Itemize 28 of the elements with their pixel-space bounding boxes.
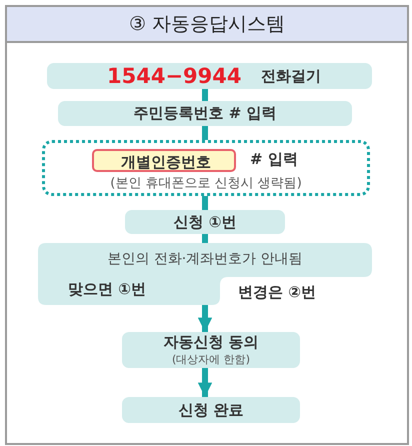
dotted-group-box xyxy=(42,140,370,196)
highlight-box xyxy=(92,149,236,172)
node-label: # 입력 xyxy=(250,150,298,169)
title-band: ③ 자동응답시스템 xyxy=(7,7,407,43)
process-box xyxy=(122,397,300,423)
connector-line xyxy=(202,196,208,210)
note-text: (대상자에 한함) xyxy=(170,352,252,367)
node-label: 신청 완료 xyxy=(177,400,245,420)
process-box xyxy=(38,243,372,305)
node-label: 전화걸기 xyxy=(261,67,321,86)
process-box xyxy=(58,101,352,126)
arrow xyxy=(198,368,212,397)
note-text: (본인 휴대폰으로 신청시 생략됨) xyxy=(109,175,303,192)
process-box xyxy=(125,210,285,234)
process-box xyxy=(47,63,372,89)
node-label: 본인의 전화·계좌번호가 안내됨 xyxy=(106,250,304,268)
connector-line xyxy=(202,234,208,243)
process-box xyxy=(122,332,300,368)
phone-number: 1544−9944 xyxy=(107,64,242,88)
connector-line xyxy=(202,126,208,140)
node-label: 자동신청 동의 xyxy=(162,333,260,352)
arrow xyxy=(198,305,212,332)
connector-line xyxy=(202,89,208,101)
node-label: 맞으면 ①번 xyxy=(68,280,146,299)
node-label: 신청 ①번 xyxy=(172,212,238,232)
node-label: 개별인증번호 xyxy=(120,153,212,172)
side-text: 변경은 ②번 xyxy=(238,283,316,302)
node-label: 주민등록번호 # 입력 xyxy=(132,104,278,123)
